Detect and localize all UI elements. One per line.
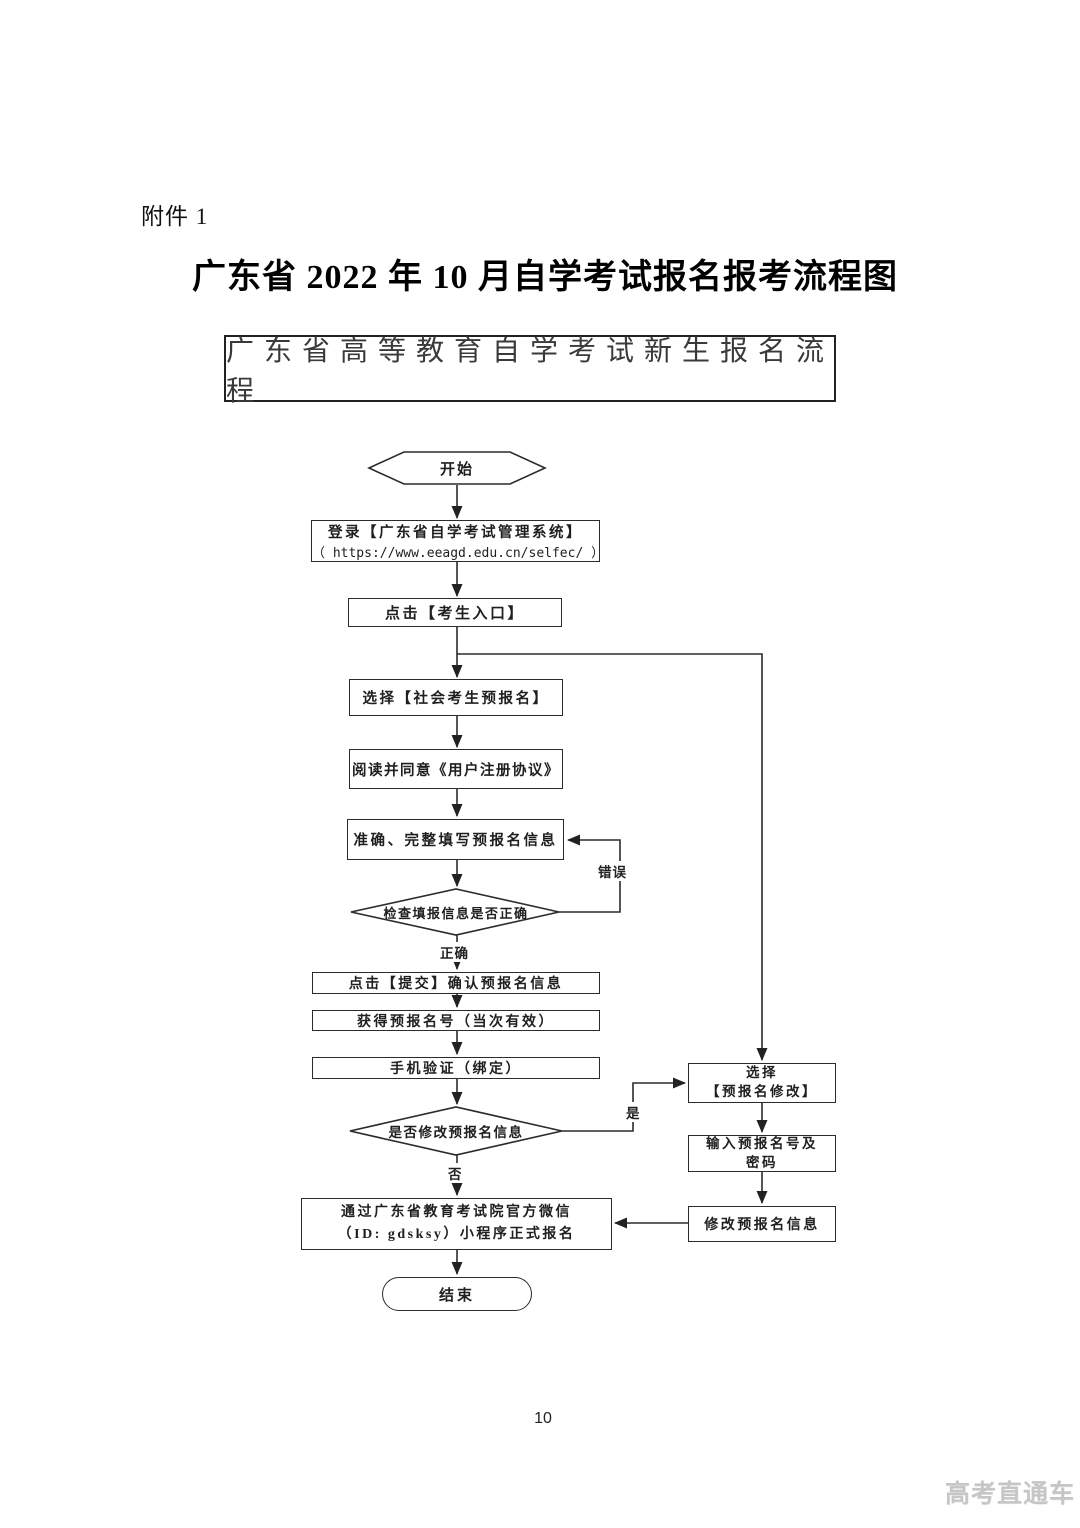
input-prereg-line2: 密码 — [746, 1154, 778, 1170]
start-node: 开始 — [439, 461, 474, 478]
login-box-line1: 登录【广东省自学考试管理系统】 — [328, 525, 583, 541]
watermark: 高考直通车 — [944, 1480, 1075, 1508]
login-box: 登录【广东省自学考试管理系统】 （ https://www.eeagd.edu.… — [311, 520, 605, 562]
agreement-box: 阅读并同意《用户注册协议》 — [349, 749, 563, 789]
check-info-diamond-shape — [350, 888, 560, 936]
start-hexagon-shape — [367, 451, 547, 485]
no-label: 否 — [446, 1163, 465, 1183]
connector-branch-to-modify-path — [457, 653, 768, 1061]
end-node: 结束 — [382, 1277, 532, 1311]
yes-label: 是 — [624, 1102, 643, 1122]
fill-info-box: 准确、完整填写预报名信息 — [347, 819, 564, 860]
submit-box: 点击【提交】确认预报名信息 — [312, 972, 600, 994]
select-prereg-box: 选择【社会考生预报名】 — [349, 679, 563, 716]
entry-box: 点击【考生入口】 — [348, 598, 562, 627]
check-info-decision: 检查填报信息是否正确 — [383, 905, 529, 921]
flowchart-header-box: 广东省高等教育自学考试新生报名流程 — [224, 335, 836, 407]
select-modify-line2: 【预报名修改】 — [706, 1084, 818, 1099]
attachment-label: 附件 1 — [141, 204, 209, 229]
phone-verify-box: 手机验证（绑定） — [312, 1057, 600, 1079]
flowchart-header-text: 广东省高等教育自学考试新生报名流程 — [226, 335, 835, 407]
prereg-number-box: 获得预报名号（当次有效） — [312, 1010, 600, 1031]
wechat-box: 通过广东省教育考试院官方微信 （ID: gdsksy）小程序正式报名 — [301, 1198, 612, 1250]
modify-decision-diamond-shape — [349, 1106, 563, 1156]
correct-label: 正确 — [438, 942, 471, 962]
input-prereg-line1: 输入预报名号及 — [706, 1136, 818, 1152]
select-modify-box: 选择 【预报名修改】 — [688, 1063, 836, 1103]
wechat-box-line2: （ID: gdsksy）小程序正式报名 — [337, 1227, 576, 1242]
select-modify-line1: 选择 — [746, 1065, 778, 1081]
wechat-box-line1: 通过广东省教育考试院官方微信 — [341, 1205, 572, 1221]
modify-decision: 是否修改预报名信息 — [388, 1125, 524, 1140]
modify-info-box: 修改预报名信息 — [688, 1206, 836, 1242]
page-number: 10 — [534, 1410, 552, 1427]
error-label: 错误 — [596, 861, 629, 881]
input-prereg-box: 输入预报名号及 密码 — [688, 1135, 836, 1172]
page-title: 广东省 2022 年 10 月自学考试报名报考流程图 — [192, 259, 898, 296]
login-box-url: （ https://www.eeagd.edu.cn/selfec/ ） — [312, 546, 605, 561]
